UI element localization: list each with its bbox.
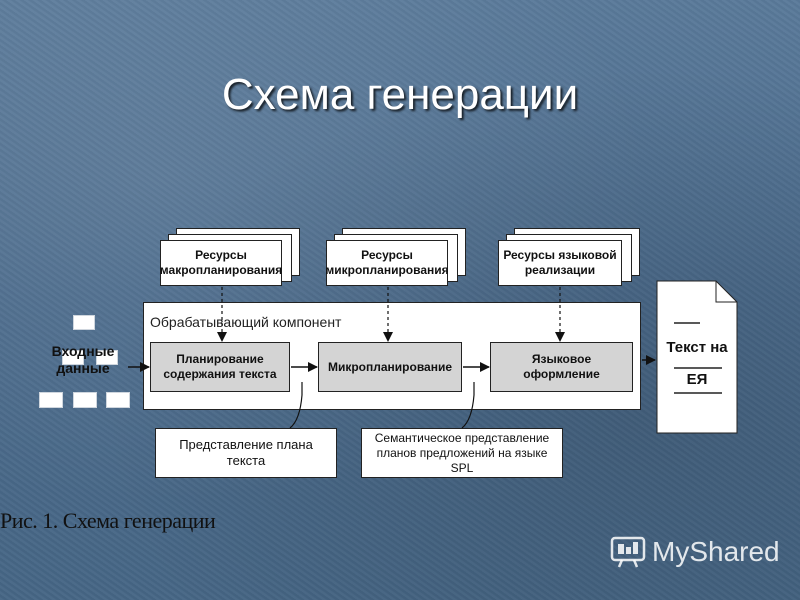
figure-caption: Рис. 1. Схема генерации: [0, 508, 216, 533]
output-text-label-bottom: ЕЯ: [686, 370, 708, 388]
representation-connector: [461, 382, 475, 429]
spl-semantic-representation: Семантическое представление планов предл…: [361, 428, 563, 478]
resource-label: Ресурсы языковой реализации: [503, 248, 617, 277]
processing-component-label: Обрабатывающий компонент: [150, 314, 342, 330]
input-data-label: Входные данные: [51, 342, 115, 377]
representation-connector: [289, 382, 303, 429]
output-text-label-top: Текст на: [666, 338, 728, 356]
watermark: MyShared: [610, 535, 780, 569]
watermark-text: MyShared: [652, 536, 780, 567]
slide-title: Схема генерации: [221, 70, 579, 119]
stage-microplanning: Микропланирование: [318, 342, 462, 392]
text-plan-representation: Представление плана текста: [155, 428, 337, 478]
resource-label: Ресурсы микропланирования: [325, 248, 449, 277]
stage-language-realization: Языковое оформление: [490, 342, 633, 392]
resource-label: Ресурсы макропланирования: [159, 248, 283, 277]
myshared-logo-icon: [610, 536, 646, 568]
stage-content-planning: Планирование содержания текста: [150, 342, 290, 392]
output-document-shape: [656, 280, 738, 434]
